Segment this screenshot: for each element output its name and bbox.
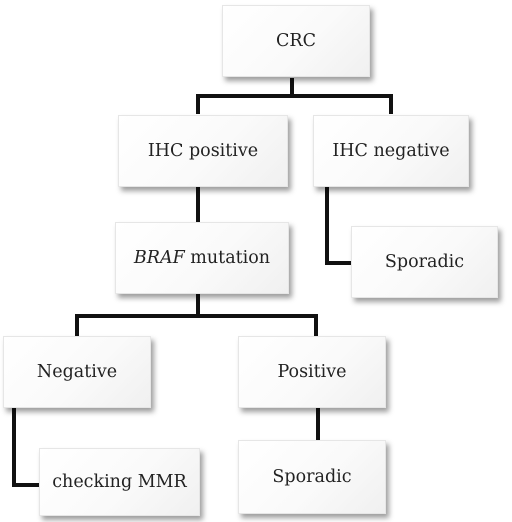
node-sporadic-top-label: Sporadic: [384, 252, 465, 272]
node-positive-label: Positive: [277, 362, 347, 382]
node-checking-mmr-label: checking MMR: [52, 472, 187, 492]
node-positive: Positive: [238, 336, 386, 408]
connector-ihc-negative-down: [325, 186, 329, 264]
connector-to-positive: [314, 314, 318, 336]
connector-to-ihc-positive: [196, 94, 200, 114]
connector-to-checking-mmr: [12, 483, 40, 487]
connector-negative-down: [12, 408, 16, 486]
node-braf-gene: BRAF: [133, 248, 185, 268]
connector-positive-to-sporadic: [316, 408, 320, 440]
node-negative-label: Negative: [36, 362, 118, 382]
node-ihc-positive-label: IHC positive: [147, 141, 259, 161]
connector-to-ihc-negative: [389, 94, 393, 114]
connector-crc-branch: [196, 94, 393, 98]
node-crc-label: CRC: [276, 31, 316, 51]
node-ihc-negative: IHC negative: [313, 115, 469, 187]
connector-to-sporadic-top: [325, 261, 352, 265]
node-negative: Negative: [3, 336, 151, 408]
node-braf-suffix: mutation: [184, 248, 271, 268]
connector-to-negative: [75, 314, 79, 336]
node-sporadic-bottom: Sporadic: [238, 440, 386, 514]
node-braf-mutation: BRAF mutation: [115, 222, 289, 294]
node-sporadic-top: Sporadic: [351, 226, 498, 298]
node-ihc-positive: IHC positive: [118, 115, 288, 187]
connector-crc-down: [290, 78, 294, 96]
connector-ihc-positive-to-braf: [196, 186, 200, 222]
node-sporadic-bottom-label: Sporadic: [272, 467, 352, 487]
connector-braf-branch: [75, 314, 318, 318]
node-ihc-negative-label: IHC negative: [332, 141, 450, 161]
node-crc: CRC: [222, 5, 370, 77]
node-braf-label: BRAF mutation: [134, 248, 270, 268]
connector-braf-down: [196, 292, 200, 317]
node-checking-mmr: checking MMR: [39, 448, 200, 516]
